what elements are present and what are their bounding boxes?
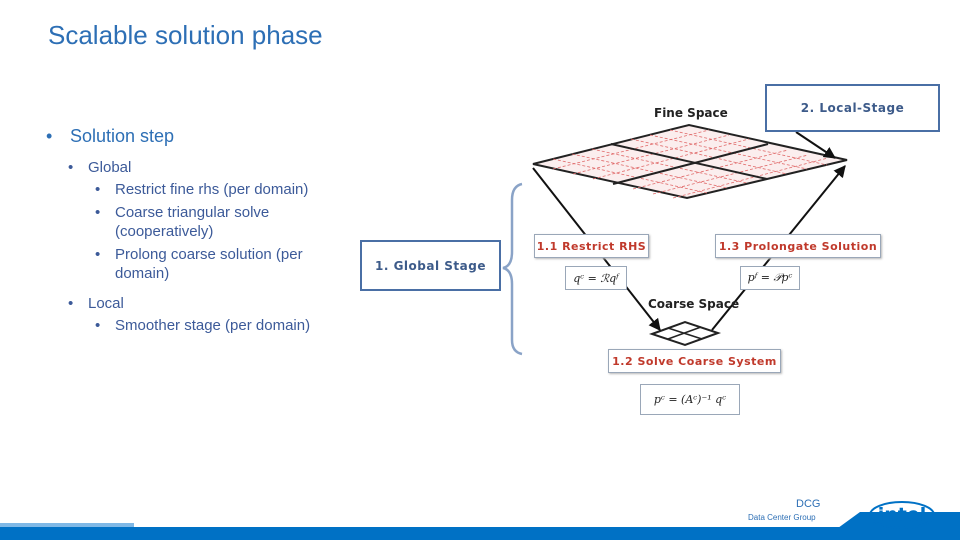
restrict-formula: qᶜ = ℛqᶠ	[565, 266, 627, 290]
coarse-space-label: Coarse Space	[648, 297, 740, 311]
global-stage-box: 1. Global Stage	[360, 240, 501, 291]
footer-bar	[0, 527, 960, 540]
bullet-solution-step: Solution step	[46, 126, 346, 147]
dcg-full-label: Data Center Group	[748, 513, 816, 522]
prolongate-solution-label: 1.3 Prolongate Solution	[715, 234, 881, 258]
footer-wedge	[838, 512, 960, 528]
global-brace	[502, 182, 523, 356]
fine-grid	[532, 123, 848, 200]
local-stage-box: 2. Local-Stage	[765, 84, 940, 132]
solve-coarse-label: 1.2 Solve Coarse System	[608, 349, 781, 373]
local-arrow	[795, 131, 836, 159]
intel-logo-text: intel	[877, 504, 927, 526]
intel-logo-swoosh	[869, 501, 935, 529]
bullet-global: Global	[46, 159, 346, 176]
bullet-coarse-solve: Coarse triangular solve (cooperatively)	[46, 203, 346, 241]
intel-logo: intel	[868, 500, 936, 530]
bullet-smoother: Smoother stage (per domain)	[46, 316, 346, 335]
slide-title: Scalable solution phase	[48, 20, 323, 50]
bullet-local: Local	[46, 295, 346, 312]
fine-space-label: Fine Space	[654, 106, 728, 120]
footer-accent	[0, 523, 134, 527]
bullet-list: Solution step Global Restrict fine rhs (…	[46, 126, 346, 339]
solve-formula: pᶜ = (Aᶜ)⁻¹ qᶜ	[640, 384, 740, 415]
bullet-restrict: Restrict fine rhs (per domain)	[46, 180, 346, 199]
coarse-grid	[648, 320, 722, 347]
prolong-formula: pᶠ = 𝒫pᶜ	[740, 266, 800, 290]
restrict-rhs-label: 1.1 Restrict RHS	[534, 234, 649, 258]
bullet-prolong: Prolong coarse solution (per domain)	[46, 245, 346, 283]
dcg-label: DCG	[796, 498, 821, 510]
